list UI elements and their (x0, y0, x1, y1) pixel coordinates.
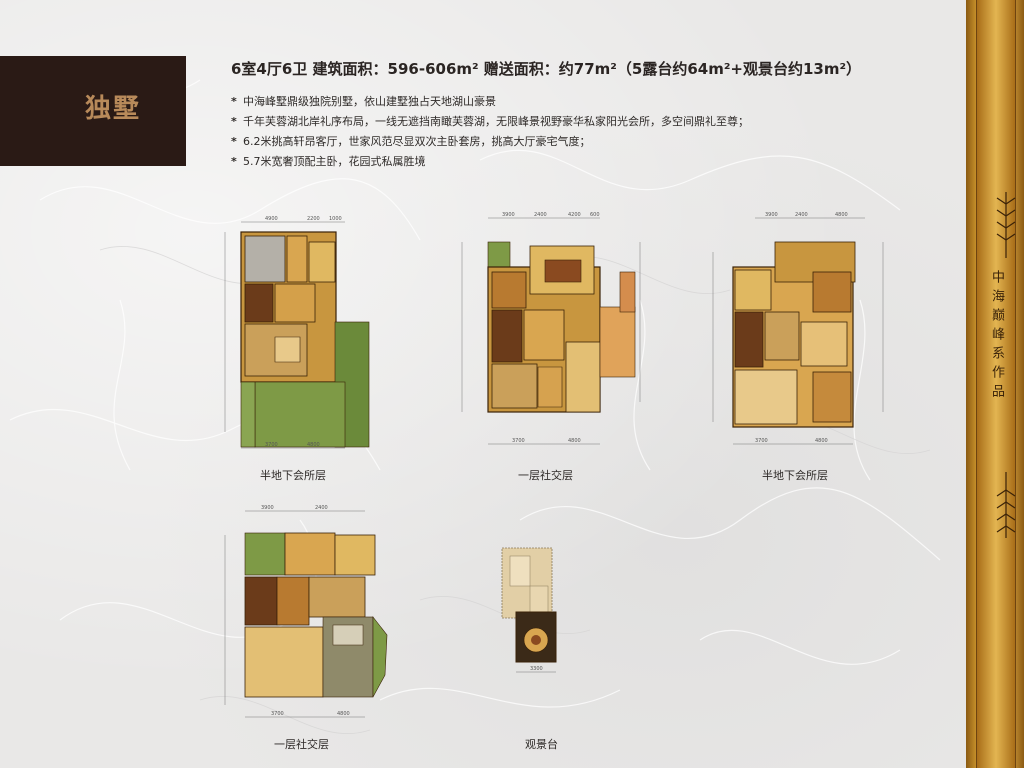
dim-label: 3900 (502, 212, 515, 218)
star-icon: * (231, 155, 237, 168)
plan-label-1: 半地下会所层 (260, 469, 326, 482)
dim-label: 4800 (307, 442, 320, 448)
feature-item: *千年芙蓉湖北岸礼序布局，一线无遮挡南瞰芙蓉湖，无限峰景视野豪华私家阳光会所，多… (231, 115, 749, 128)
headline-spec: 6室4厅6卫 建筑面积：596-606m² 赠送面积：约77m²（5露台约64m… (231, 60, 862, 78)
floor-plan-3: 3900 2400 4800 3700 4800 (712, 212, 884, 445)
dim-label: 4800 (835, 212, 848, 218)
side-brand-text: 中海巅峰系作品 (989, 270, 1004, 403)
floor-plan-1: 4900 2200 1000 3700 4800 (224, 216, 370, 449)
dim-label: 4800 (337, 711, 350, 717)
page-title: 独墅 (85, 94, 142, 124)
dim-label: 4200 (568, 212, 581, 218)
gold-inner-strip: 中海巅峰系作品 (976, 0, 1016, 768)
floor-plan-2: 3900 2400 4200 600 3700 4800 (461, 212, 641, 445)
dim-label: 2200 (307, 216, 320, 222)
dim-label: 4800 (815, 438, 828, 444)
feature-list: *中海峰墅鼎级独院别墅，依山建墅独占天地湖山豪景 *千年芙蓉湖北岸礼序布局，一线… (231, 94, 749, 174)
floor-plan-5: 3300 (501, 547, 557, 673)
dim-label: 3900 (261, 505, 274, 511)
dim-label: 3900 (765, 212, 778, 218)
gold-side-band: 中海巅峰系作品 (966, 0, 1024, 768)
floor-plan-4: 3900 2400 3700 4800 (224, 505, 388, 718)
feature-item: *5.7米宽奢顶配主卧，花园式私属胜境 (231, 155, 426, 168)
plan-label-4: 一层社交层 (274, 738, 329, 751)
dim-label: 3700 (512, 438, 525, 444)
dim-label: 4800 (568, 438, 581, 444)
plan-label-5: 观景台 (525, 738, 558, 751)
feature-item: *中海峰墅鼎级独院别墅，依山建墅独占天地湖山豪景 (231, 95, 496, 108)
plan-label-2: 一层社交层 (518, 469, 573, 482)
feature-item: *6.2米挑高轩昂客厅，世家风范尽显双次主卧套房，挑高大厅豪宅气度； (231, 135, 591, 148)
dim-label: 2400 (315, 505, 328, 511)
dim-label: 3700 (265, 442, 278, 448)
dim-label: 3700 (755, 438, 768, 444)
star-icon: * (231, 115, 237, 128)
star-icon: * (231, 95, 237, 108)
dim-label: 4900 (265, 216, 278, 222)
dim-label: 2400 (534, 212, 547, 218)
wheat-ornament-top-icon (996, 192, 1016, 258)
star-icon: * (231, 135, 237, 148)
plan-label-3: 半地下会所层 (762, 469, 828, 482)
dim-label: 3300 (530, 666, 543, 672)
title-block (0, 56, 186, 166)
wheat-ornament-bottom-icon (996, 472, 1016, 538)
dim-label: 600 (590, 212, 600, 218)
dim-label: 2400 (795, 212, 808, 218)
dim-label: 1000 (329, 216, 342, 222)
dim-label: 3700 (271, 711, 284, 717)
